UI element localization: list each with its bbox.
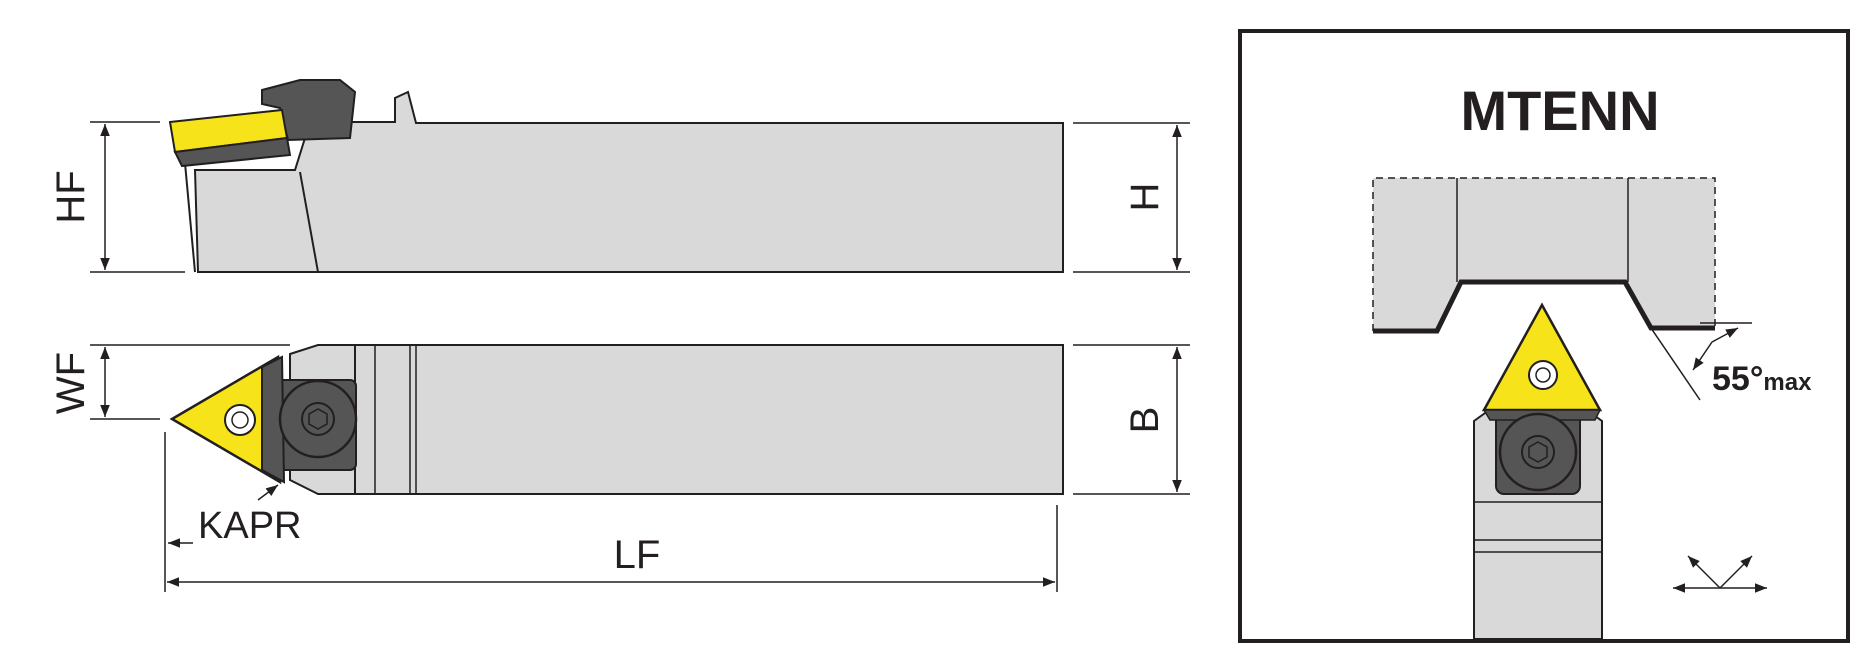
side-view-head-line [299,171,319,273]
angle-label: 55°max [1712,360,1812,398]
hf-label: HF [49,170,93,223]
angle-arrow-upper [1711,327,1739,343]
workpiece [1373,178,1715,331]
angle-suffix: max [1763,369,1812,396]
top-view: WF B KAPR LF [49,344,1190,592]
workpiece-dashed-outline [1372,177,1716,331]
kapr-arrow-right [257,484,279,501]
h-label: H [1123,183,1167,212]
feed-direction-icon [1673,555,1767,593]
inset-title: MTENN [1460,79,1659,142]
workpiece-profile [1373,279,1715,334]
angle-value: 55° [1712,360,1763,398]
inset-panel: MTENN 55°max [1238,29,1850,643]
kapr-label: KAPR [198,505,301,547]
side-view-insert-seat [173,136,292,168]
angle-arrow-lower [1692,341,1713,371]
top-view-insert-seat [261,355,286,484]
angle-ext-line [1650,327,1701,401]
inset-screw-socket [1528,441,1548,463]
top-view-screw-socket [308,408,328,430]
side-view: HF H [49,79,1190,273]
lf-label: LF [614,533,661,577]
top-view-shank [289,344,1064,495]
inset-insert-hole-inner [1535,367,1551,383]
top-view-insert-hole-inner [231,411,249,429]
b-label: B [1123,407,1167,434]
wf-label: WF [49,352,93,414]
side-view-head-edge [184,162,196,273]
